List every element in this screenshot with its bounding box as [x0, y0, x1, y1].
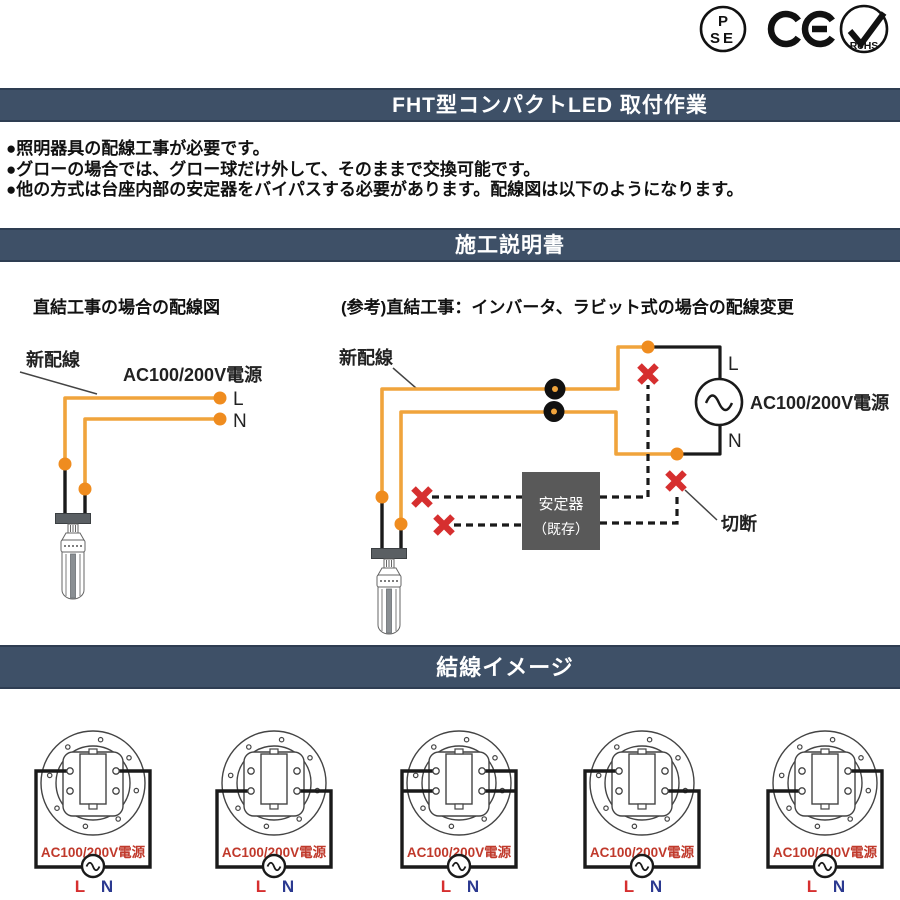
- pse-letter-p: P: [718, 13, 728, 30]
- ac-source-icon: [812, 853, 838, 879]
- wiring-diagrams: 新配線 AC100/200V電源 L N: [19, 340, 889, 635]
- power-label: AC100/200V電源: [750, 392, 889, 413]
- socket-power-label: AC100/200V電源: [773, 844, 878, 860]
- new-wire-n: [399, 410, 677, 524]
- ce-mark-icon: [767, 10, 835, 48]
- cut-x-icon: [436, 517, 453, 534]
- rohs-label: RoHS: [850, 40, 879, 52]
- socket-diagram-top: AC100/200V電源 L N: [34, 730, 152, 896]
- socket-power-label: AC100/200V電源: [590, 844, 695, 860]
- cut-x-icon: [640, 366, 657, 383]
- led-lamp-icon: [55, 513, 91, 600]
- note-line: ●グローの場合では、グロー球だけ外して、そのままで交換可能です。: [6, 159, 541, 179]
- wire-connector-icon: [543, 378, 566, 422]
- socket-n-label: N: [467, 877, 479, 896]
- certification-marks: P SE RoHS: [699, 4, 889, 54]
- ballast-label-2: （既存）: [533, 521, 589, 537]
- banner-wiring-image: 結線イメージ: [0, 645, 900, 689]
- ac-source-icon: [694, 377, 744, 427]
- notes-list: ●照明器具の配線工事が必要です。 ●グローの場合では、グロー球だけ外して、そのま…: [6, 139, 744, 201]
- ac-source-icon: [446, 853, 472, 879]
- rohs-mark-icon: RoHS: [839, 4, 889, 54]
- ballast-box: [522, 472, 600, 550]
- led-lamp-icon: [371, 548, 407, 635]
- terminal-l-label: L: [728, 354, 739, 375]
- terminal-n-label: N: [233, 411, 247, 432]
- new-wiring-label: 新配線: [26, 349, 80, 370]
- cut-label: 切断: [721, 513, 757, 534]
- socket-l-label: L: [256, 877, 266, 896]
- socket-l-label: L: [75, 877, 85, 896]
- socket-l-label: L: [624, 877, 634, 896]
- socket-l-label: L: [807, 877, 817, 896]
- note-line: ●照明器具の配線工事が必要です。: [6, 139, 270, 158]
- socket-wiring-row: AC100/200V電源 L N AC100/200V電源: [34, 730, 884, 896]
- socket-l-label: L: [441, 877, 451, 896]
- socket-diagram-diag-rl: AC100/200V電源 L N: [766, 730, 884, 896]
- socket-n-label: N: [833, 877, 845, 896]
- banner-construction: 施工説明書: [0, 228, 900, 262]
- terminal-n-label: N: [728, 431, 742, 452]
- new-wire-l: [63, 396, 218, 464]
- ac-source-icon: [261, 853, 287, 879]
- wire-terminal-dots: [58, 391, 227, 496]
- socket-n-label: N: [282, 877, 294, 896]
- wire-terminal-dots: [375, 340, 684, 531]
- socket-n-label: N: [101, 877, 113, 896]
- cut-x-icon: [414, 489, 431, 506]
- socket-diagram-both: AC100/200V電源 L N: [400, 730, 518, 896]
- pse-letters-se: SE: [710, 30, 736, 47]
- socket-power-label: AC100/200V電源: [41, 844, 146, 860]
- socket-power-label: AC100/200V電源: [222, 844, 327, 860]
- diagram-reference-wiring: 新配線: [339, 340, 889, 635]
- new-wiring-label: 新配線: [339, 347, 393, 368]
- pse-mark-icon: P SE: [699, 5, 747, 53]
- cut-x-icon: [668, 473, 685, 490]
- new-wire-n: [83, 417, 218, 489]
- socket-diagram-bottom: AC100/200V電源 L N: [215, 730, 333, 896]
- old-wiring-dashed: [432, 385, 679, 527]
- heading-direct-wiring: 直結工事の場合の配線図: [33, 298, 220, 317]
- heading-reference-wiring: (参考)直結工事：インバータ、ラビット式の場合の配線変更: [341, 298, 794, 317]
- socket-power-label: AC100/200V電源: [407, 844, 512, 860]
- power-label: AC100/200V電源: [123, 364, 262, 385]
- note-line: ●他の方式は台座内部の安定器をバイパスする必要があります。配線図は以下のようにな…: [6, 180, 744, 199]
- source-wires: [648, 345, 722, 456]
- terminal-l-label: L: [233, 389, 244, 410]
- socket-n-label: N: [650, 877, 662, 896]
- banner-title: FHT型コンパクトLED 取付作業: [0, 88, 900, 122]
- new-wire-l: [380, 345, 648, 497]
- ballast-label-1: 安定器: [538, 496, 583, 513]
- ac-source-icon: [629, 853, 655, 879]
- socket-diagram-diag-lr: AC100/200V電源 L N: [583, 730, 701, 896]
- diagram-direct-wiring: 新配線 AC100/200V電源 L N: [19, 349, 262, 600]
- ac-source-icon: [80, 853, 106, 879]
